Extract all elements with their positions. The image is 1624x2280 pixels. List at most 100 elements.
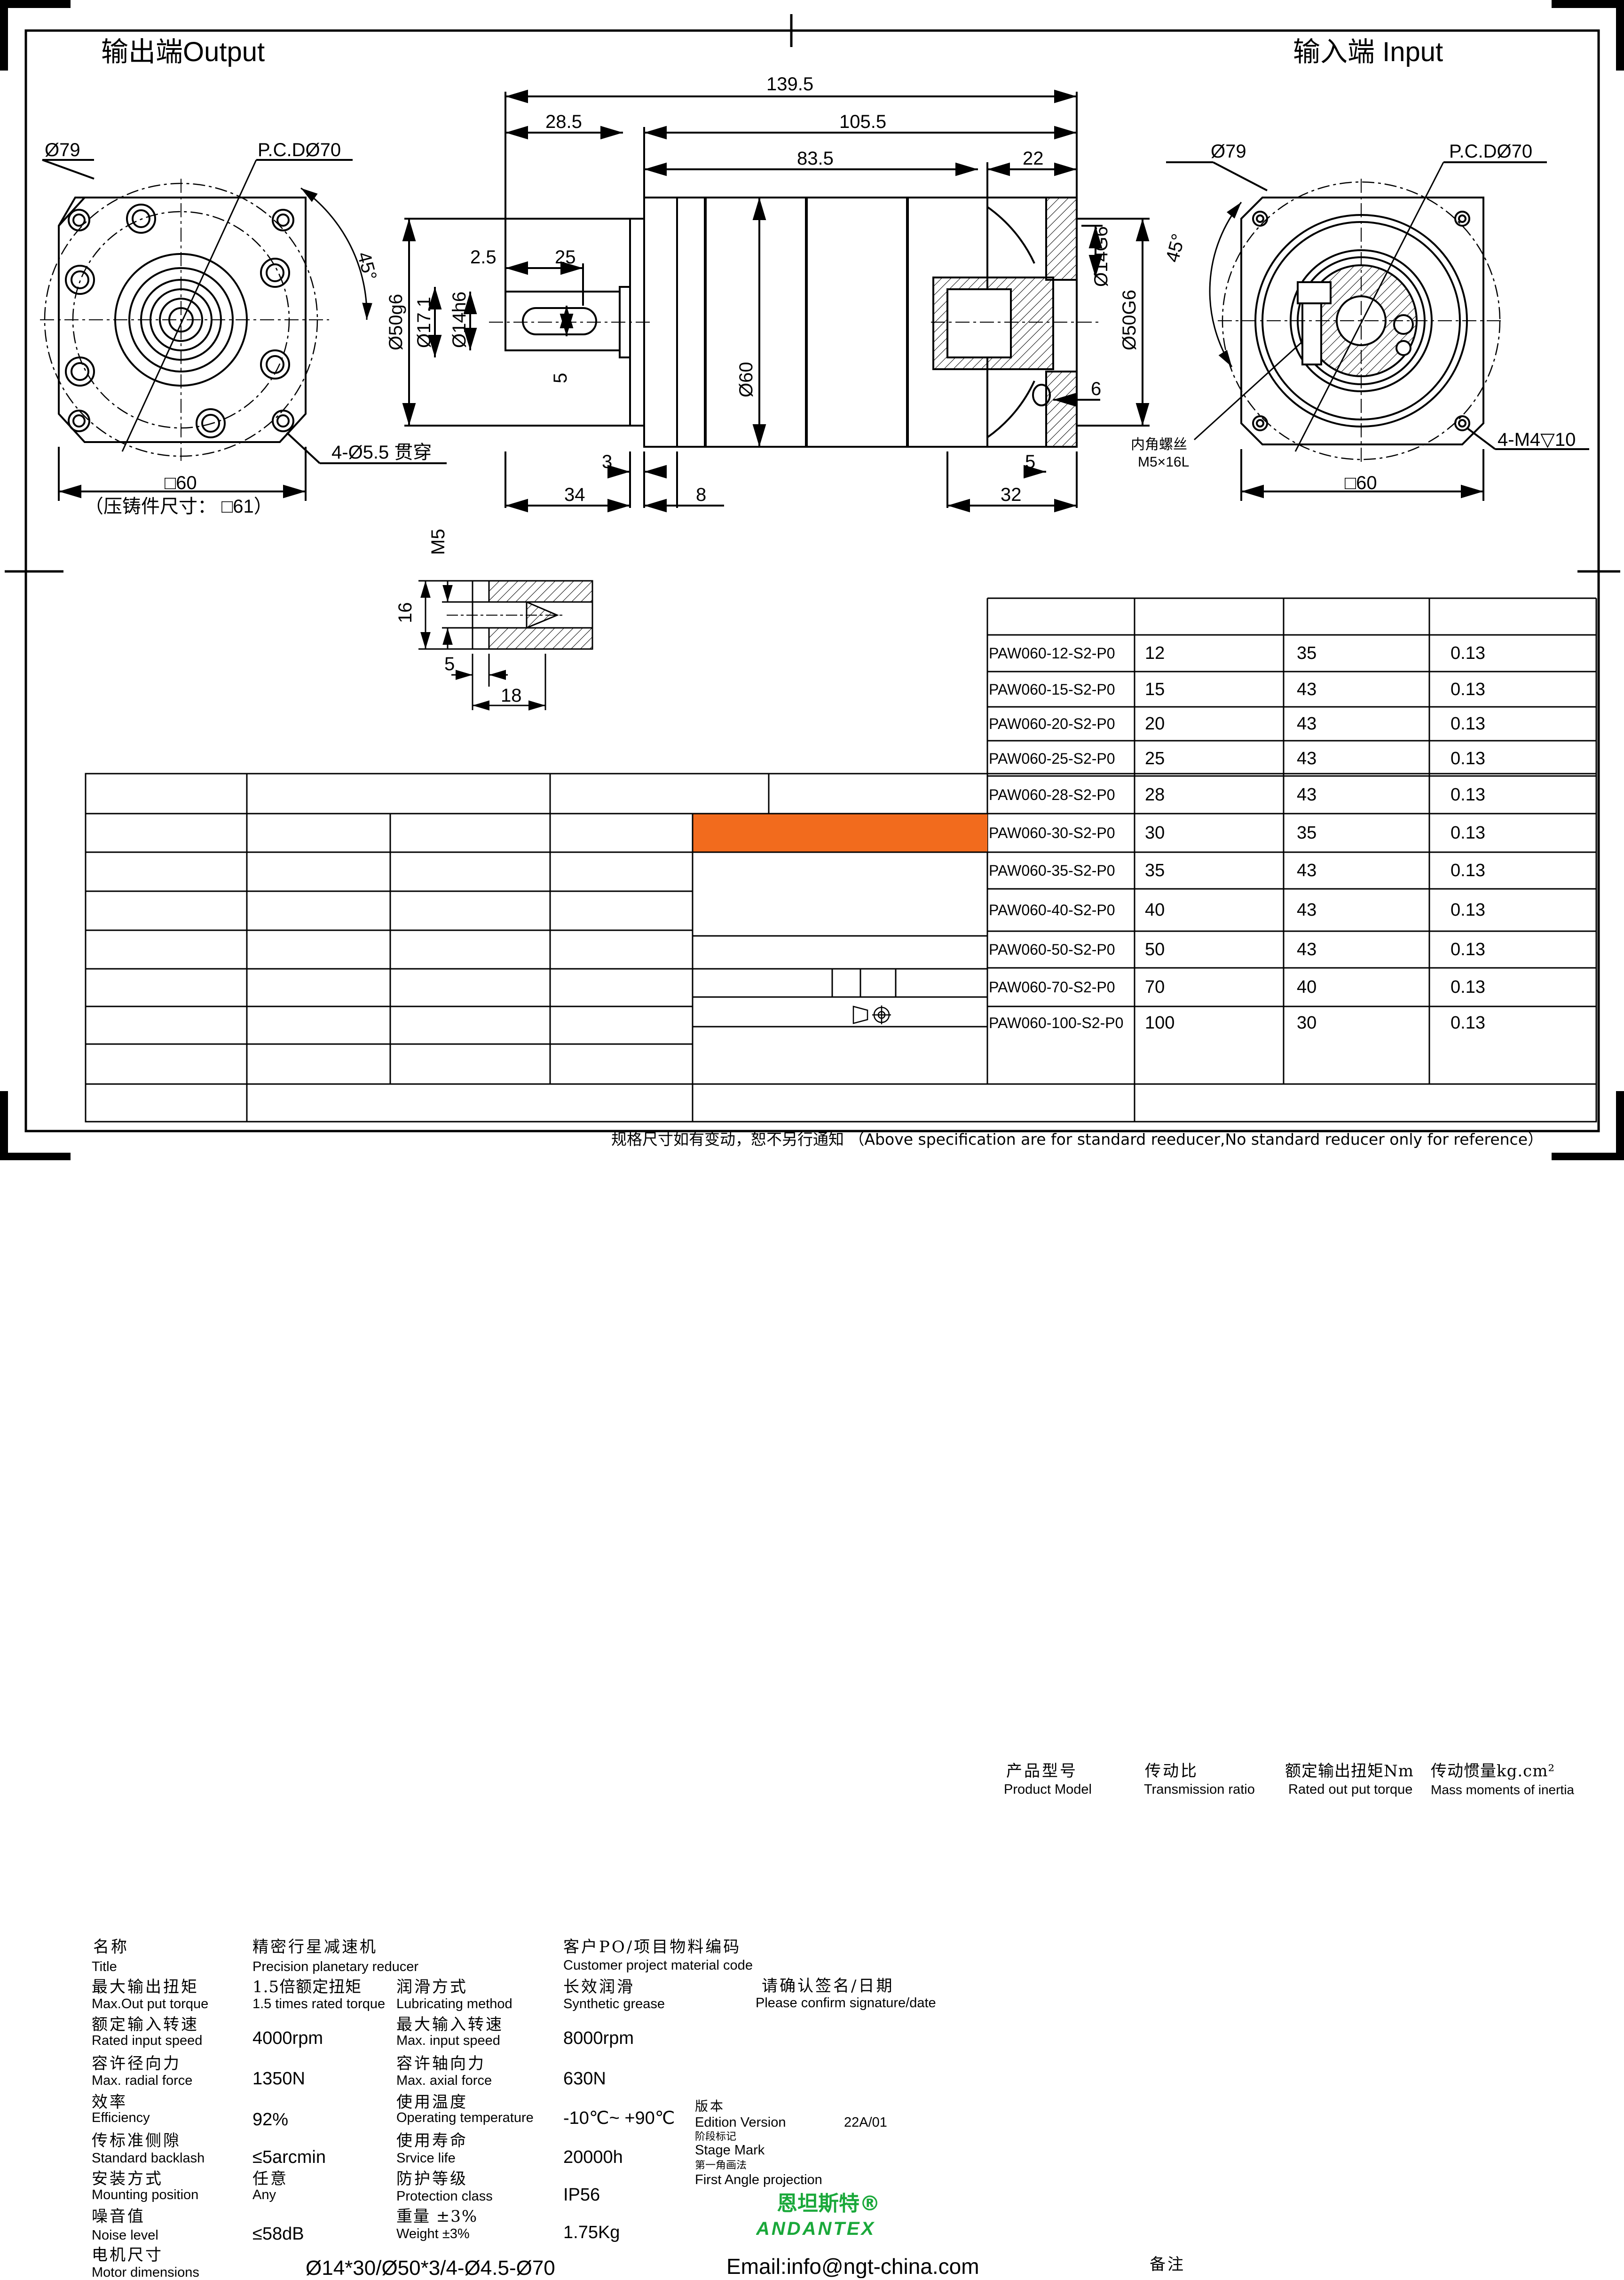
input-tapped-holes: 4-M4▽10 [1498, 429, 1576, 450]
weight-value: 1.75Kg [563, 2223, 620, 2242]
front-pcd: P.C.DØ70 [258, 140, 341, 160]
ratio-cell: 30 [1145, 823, 1165, 842]
stage-en: Stage Mark [695, 2143, 765, 2158]
input-view-title: 输入端 Input [1293, 37, 1443, 67]
hdr-inertia-en: Mass moments of inertia [1431, 1782, 1574, 1797]
ratio-cell: 70 [1145, 978, 1165, 997]
radial-en: Max. radial force [92, 2074, 193, 2088]
noise-en: Noise level [92, 2228, 158, 2243]
dim-8: 8 [696, 484, 706, 505]
projection-en: First Angle projection [695, 2173, 822, 2187]
dim-50G6: Ø50G6 [1119, 290, 1140, 350]
mounting-value-en: Any [252, 2188, 276, 2202]
ratio-cell: 25 [1145, 749, 1165, 768]
thread-detail-view [418, 580, 593, 711]
motor-value: Ø14*30/Ø50*3/4-Ø4.5-Ø70 [306, 2257, 555, 2279]
detail-16: 16 [395, 602, 416, 624]
weight-zh: 重量 ±3% [396, 2208, 478, 2225]
max-torque-value-en: 1.5 times rated torque [252, 1997, 386, 2011]
torque-cell: 35 [1297, 823, 1317, 842]
ratio-cell: 15 [1145, 680, 1165, 699]
model-cell: PAW060-28-S2-P0 [989, 786, 1115, 803]
title-en: Title [92, 1960, 117, 1974]
spec-table-grid [85, 773, 1597, 1123]
confirm-zh: 请确认签名/日期 [762, 1978, 894, 1995]
rated-speed-value: 4000rpm [252, 2029, 323, 2048]
torque-cell: 43 [1297, 785, 1317, 804]
axial-en: Max. axial force [396, 2074, 492, 2088]
hdr-model-en: Product Model [1004, 1782, 1092, 1797]
ratio-cell: 12 [1145, 644, 1165, 663]
temperature-en: Operating temperature [396, 2111, 534, 2125]
model-cell: PAW060-15-S2-P0 [989, 681, 1115, 698]
hdr-ratio-en: Transmission ratio [1144, 1782, 1255, 1797]
noise-value: ≤58dB [252, 2225, 304, 2243]
backlash-zh: 传标准侧隙 [92, 2132, 181, 2149]
front-angle: 45° [353, 250, 380, 283]
torque-cell: 30 [1297, 1013, 1317, 1032]
front-dia-79: Ø79 [45, 140, 80, 160]
dim-28-5: 28.5 [545, 111, 582, 132]
model-cell: PAW060-20-S2-P0 [989, 715, 1115, 732]
ratio-cell: 35 [1145, 861, 1165, 880]
mounting-zh: 安装方式 [92, 2170, 163, 2187]
torque-cell: 40 [1297, 978, 1317, 997]
dim-60: Ø60 [736, 362, 757, 397]
model-cell: PAW060-40-S2-P0 [989, 902, 1115, 918]
output-front-view [40, 159, 447, 501]
remarks: 备注 [1150, 2256, 1185, 2273]
dim-139-5: 139.5 [766, 74, 813, 95]
edition-en: Edition Version [695, 2115, 786, 2130]
dim-5: 5 [1025, 451, 1035, 472]
efficiency-value: 92% [252, 2110, 289, 2129]
protection-value: IP56 [563, 2185, 600, 2204]
dim-3: 3 [602, 451, 612, 472]
brand-en: ANDANTEX [756, 2218, 876, 2239]
output-view-title: 输出端Output [101, 37, 265, 67]
axial-value: 630N [563, 2069, 606, 2088]
model-cell: PAW060-70-S2-P0 [989, 979, 1115, 996]
thread-spec: M5×16L [1138, 454, 1189, 470]
input-front-view [1166, 161, 1589, 501]
dim-14G6: Ø14G6 [1091, 226, 1112, 287]
model-cell: PAW060-30-S2-P0 [989, 824, 1115, 841]
dim-17-1: Ø17.1 [414, 297, 434, 348]
product-en: Precision planetary reducer [252, 1960, 419, 1974]
front-square: □60 [165, 473, 197, 493]
motor-en: Motor dimensions [92, 2265, 199, 2280]
life-en: Srvice life [396, 2151, 456, 2166]
dim-32: 32 [1001, 484, 1022, 505]
dim-34: 34 [564, 484, 585, 505]
hdr-torque-en: Rated out put torque [1288, 1782, 1413, 1797]
torque-cell: 43 [1297, 940, 1317, 959]
front-holes: 4-Ø5.5 贯穿 [331, 442, 432, 463]
life-zh: 使用寿命 [396, 2132, 468, 2149]
input-pcd: P.C.DØ70 [1449, 141, 1532, 162]
ratio-cell: 50 [1145, 940, 1165, 959]
inertia-cell: 0.13 [1451, 823, 1485, 842]
inertia-cell: 0.13 [1451, 644, 1485, 663]
title-zh: 名称 [93, 1939, 129, 1955]
edition-value: 22A/01 [844, 2115, 887, 2130]
temperature-zh: 使用温度 [396, 2094, 468, 2111]
model-table-grid [986, 597, 1597, 1122]
noise-zh: 噪音值 [92, 2208, 145, 2225]
inertia-cell: 0.13 [1451, 749, 1485, 768]
torque-cell: 43 [1297, 861, 1317, 880]
mounting-value-zh: 任意 [252, 2170, 288, 2187]
max-torque-zh: 最大输出扭矩 [92, 1979, 199, 1995]
backlash-value: ≤5arcmin [252, 2148, 326, 2167]
torque-cell: 35 [1297, 644, 1317, 663]
ratio-cell: 40 [1145, 901, 1165, 919]
temperature-value: -10℃~ +90℃ [563, 2109, 675, 2128]
inertia-cell: 0.13 [1451, 680, 1485, 699]
max-torque-value-zh: 1.5倍额定扭矩 [252, 1979, 362, 1995]
hdr-inertia-zh: 传动惯量kg.cm² [1431, 1763, 1555, 1780]
input-square: □60 [1345, 473, 1377, 493]
motor-zh: 电机尺寸 [92, 2247, 163, 2264]
detail-18: 18 [501, 685, 522, 706]
input-angle: 45° [1162, 232, 1189, 265]
dim-6: 6 [1091, 379, 1101, 399]
inertia-cell: 0.13 [1451, 785, 1485, 804]
